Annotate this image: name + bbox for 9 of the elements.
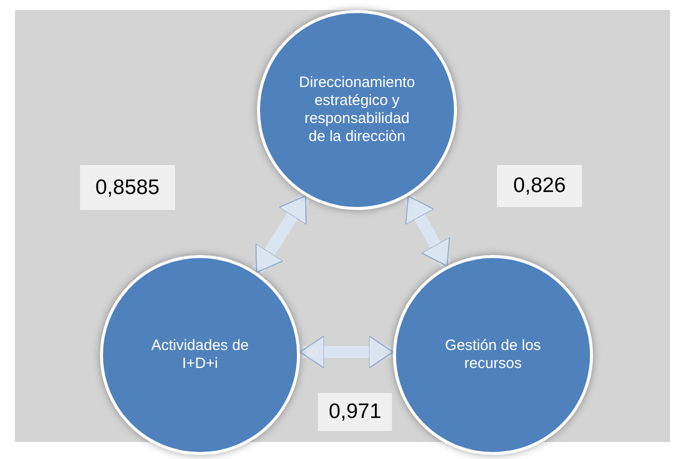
double-arrow bbox=[404, 194, 452, 268]
value-label: 0,826 bbox=[497, 165, 582, 207]
value-label: 0,8585 bbox=[80, 165, 175, 210]
value-label: 0,971 bbox=[318, 393, 392, 431]
node-label: Actividades de I+D+i bbox=[150, 337, 250, 373]
double-arrow bbox=[300, 336, 394, 368]
node-label: Direccionamiento estratégico y responsabilidad de la direcciòn bbox=[298, 74, 416, 146]
node-label: Gestión de los recursos bbox=[444, 337, 542, 373]
double-arrow bbox=[252, 194, 310, 274]
